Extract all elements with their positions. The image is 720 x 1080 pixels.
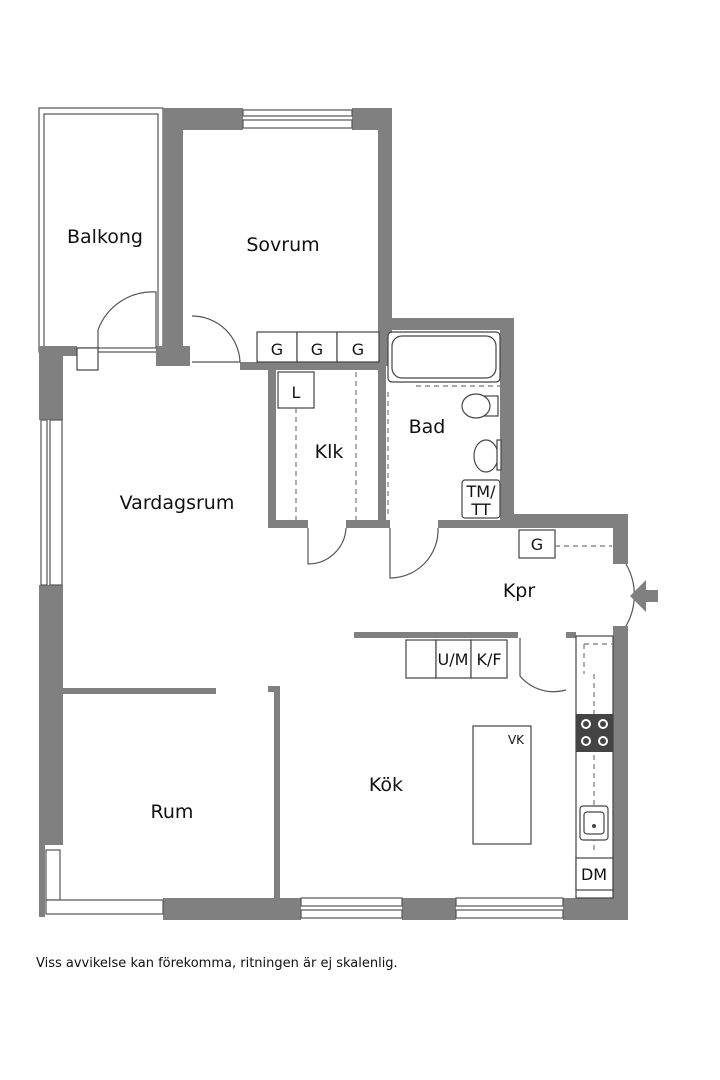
closet-fixtures xyxy=(277,371,357,520)
room-label-sovrum: Sovrum xyxy=(246,234,319,256)
room-label-bad: Bad xyxy=(409,416,446,438)
fixture-tag-l: L xyxy=(292,383,301,402)
fixture-tag-tm: TM/ xyxy=(466,482,497,501)
fixture-tag-vk: VK xyxy=(508,733,525,747)
fixture-tag-um: U/M xyxy=(438,650,469,669)
room-label-balkong: Balkong xyxy=(67,226,143,248)
bathroom-fixtures xyxy=(387,331,502,519)
kitchen-fixtures xyxy=(405,635,614,899)
fixture-tag-g: G xyxy=(271,340,283,359)
fixture-tag-kf: K/F xyxy=(476,650,501,669)
hall-wardrobe xyxy=(518,529,612,559)
windows xyxy=(40,109,564,919)
wardrobes xyxy=(256,331,380,363)
walls xyxy=(39,108,628,920)
fixture-tag-dm: DM xyxy=(581,865,607,884)
disclaimer-text: Viss avvikelse kan förekomma, ritningen … xyxy=(36,956,398,971)
room-label-kok: Kök xyxy=(369,774,403,796)
room-label-rum: Rum xyxy=(151,801,194,823)
room-label-vardagsrum: Vardagsrum xyxy=(120,492,235,514)
room-label-kpr: Kpr xyxy=(503,580,536,602)
fixture-tag-tt: TT xyxy=(470,500,490,519)
fixture-tag-g: G xyxy=(352,340,364,359)
fixture-tag-g: G xyxy=(531,535,543,554)
room-label-klk: Klk xyxy=(315,441,344,463)
fixture-tag-g: G xyxy=(311,340,323,359)
entrance-arrow-icon xyxy=(630,580,658,612)
doors xyxy=(76,291,635,693)
